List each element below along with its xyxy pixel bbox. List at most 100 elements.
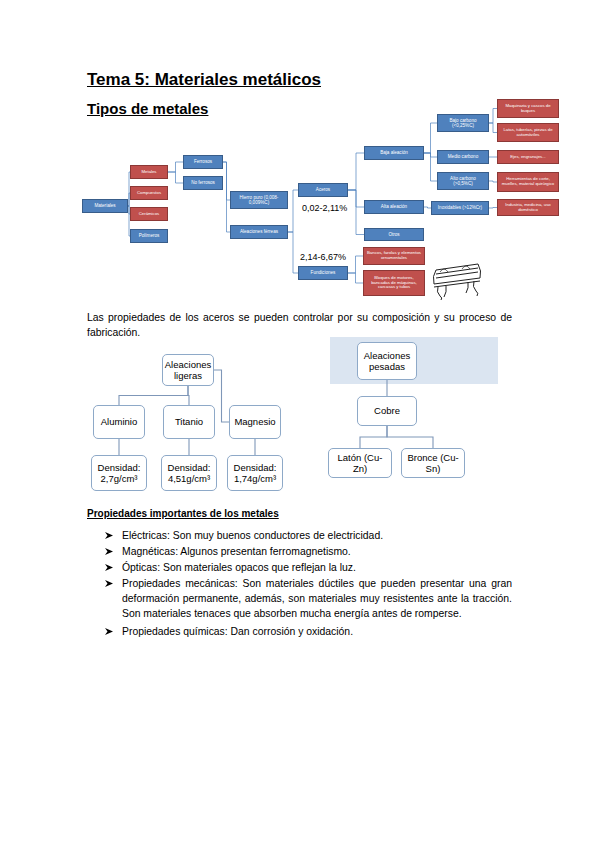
bullet-text: Propiedades químicas: Dan corrosión y ox… — [122, 624, 512, 639]
node-text: Densidad: 1,74g/cm³ — [231, 462, 279, 485]
category-box: Alto carbono (>0,5%C) — [437, 172, 489, 190]
node-text: Ejes, engranajes... — [510, 155, 546, 160]
node-text: Aleaciones férreas — [240, 229, 278, 234]
category-box: Baja aleación — [364, 146, 424, 160]
alloy-box: Titanio — [163, 405, 215, 439]
tree-connector — [387, 426, 433, 448]
node-text: Aleaciones pesadas — [361, 350, 413, 373]
tree-connector — [168, 162, 183, 172]
tree-connector — [489, 181, 497, 182]
tree-connector — [118, 439, 119, 455]
example-box: Herramientas de corte, muelles, material… — [497, 172, 559, 192]
node-text: Cobre — [374, 405, 400, 416]
tree-connector — [288, 190, 298, 232]
category-box: Inoxidables (>12%Cr) — [431, 201, 489, 215]
tree-connector — [386, 380, 387, 396]
node-text: Aceros — [316, 187, 330, 192]
heavy-alloys-band — [330, 337, 498, 384]
node-text: Latón (Cu-Zn) — [332, 452, 388, 475]
tree-connector — [360, 426, 387, 448]
tree-connector — [223, 162, 230, 232]
node-text: Latas, tuberías, piezas de automóviles — [500, 128, 556, 137]
section-heading: Tipos de metales — [87, 100, 387, 117]
alloy-box: Densidad: 4,51g/cm³ — [161, 455, 217, 491]
bullet-marker — [105, 548, 113, 555]
alloy-box: Magnesio — [229, 405, 281, 439]
node-text: Bajo carbono (<0,25%C) — [440, 118, 486, 128]
category-box: Polímeros — [130, 229, 168, 243]
category-box: Hierro puro (0,008-0,009%C) — [230, 191, 288, 209]
bench-illustration — [433, 264, 480, 300]
bullet-marker — [105, 580, 113, 587]
category-box: Aleaciones férreas — [230, 225, 288, 239]
example-box: Ejes, engranajes... — [497, 150, 559, 164]
node-text: Bancos, farolas y elementos ornamentales — [366, 251, 422, 260]
category-box: Fundiciones — [298, 266, 348, 280]
category-box: Ferrosos — [183, 155, 223, 169]
node-text: Titanio — [175, 416, 203, 427]
category-box: Alta aleación — [364, 200, 424, 214]
tree-connector — [489, 123, 497, 133]
example-box: Latas, tuberías, piezas de automóviles — [497, 123, 559, 142]
bullet-marker — [105, 628, 113, 635]
category-box: Bajo carbono (<0,25%C) — [437, 114, 489, 132]
tree-connector — [489, 157, 497, 158]
example-box: Bloques de motores, bancadas de máquinas… — [363, 270, 425, 296]
node-text: Herramientas de corte, muelles, material… — [500, 177, 556, 186]
node-text: Polímeros — [139, 233, 160, 238]
tree-connector — [424, 207, 431, 208]
node-text: Aleaciones ligeras — [165, 359, 211, 382]
node-text: Aluminio — [101, 416, 137, 427]
section-heading: Propiedades importantes de los metales — [87, 508, 387, 519]
bullet-marker — [105, 564, 113, 571]
tree-connector — [254, 439, 255, 455]
tree-connector — [288, 232, 298, 273]
node-text: Ferrosos — [194, 159, 212, 164]
tree-connector — [188, 386, 189, 405]
carbon-range: 2,14-6,67% — [300, 252, 360, 262]
tree-connector — [424, 123, 437, 153]
alloy-box: Aleaciones pesadas — [357, 342, 417, 380]
page-title: Tema 5: Materiales metálicos — [87, 70, 321, 90]
node-text: Metales — [141, 170, 156, 175]
node-text: Fundiciones — [311, 270, 336, 275]
node-text: Compuestos — [137, 191, 161, 196]
example-box: Maquinaria y cascos de buques — [497, 99, 559, 118]
tree-connector — [188, 439, 189, 455]
alloy-box: Latón (Cu-Zn) — [328, 448, 392, 478]
tree-connector — [424, 153, 437, 181]
example-box: Metales — [130, 165, 168, 179]
node-text: Alto carbono (>0,5%C) — [440, 176, 486, 186]
tree-connector — [348, 153, 364, 190]
node-text: Maquinaria y cascos de buques — [500, 104, 556, 113]
node-text: Cerámicos — [139, 212, 160, 217]
example-box: Cerámicos — [130, 207, 168, 221]
tree-connector — [119, 386, 188, 405]
node-text: Bronce (Cu-Sn) — [405, 452, 461, 475]
category-box: Aceros — [298, 183, 348, 197]
tree-connector — [489, 109, 497, 124]
bullet-text: Propiedades mecánicas: Son materiales dú… — [122, 576, 512, 621]
body-paragraph: Las propiedades de los aceros se pueden … — [87, 310, 512, 340]
node-text: Inoxidables (>12%Cr) — [438, 205, 482, 210]
node-text: Magnesio — [234, 416, 275, 427]
tree-connector — [168, 172, 183, 183]
tree-connector — [348, 273, 363, 283]
example-box: Industria, medicina, uso doméstico — [497, 199, 559, 216]
node-text: Materiales — [94, 203, 115, 208]
alloy-box: Bronce (Cu-Sn) — [401, 448, 465, 478]
node-text: Hierro puro (0,008-0,009%C) — [233, 195, 285, 205]
alloy-box: Densidad: 2,7g/cm³ — [91, 455, 147, 491]
tree-connector — [348, 256, 363, 273]
alloy-box: Aluminio — [93, 405, 145, 439]
node-text: Medio carbono — [448, 154, 478, 159]
category-box: Medio carbono — [437, 150, 489, 164]
node-text: Baja aleación — [380, 150, 408, 155]
tree-connector — [214, 370, 229, 422]
bullet-text: Magnéticas: Algunos presentan ferromagne… — [122, 544, 512, 559]
node-text: Alta aleación — [381, 204, 407, 209]
tree-connector — [348, 190, 364, 235]
node-text: Bloques de motores, bancadas de máquinas… — [366, 276, 422, 290]
category-box: No ferrosos — [183, 176, 223, 190]
alloy-box: Cobre — [357, 396, 417, 426]
